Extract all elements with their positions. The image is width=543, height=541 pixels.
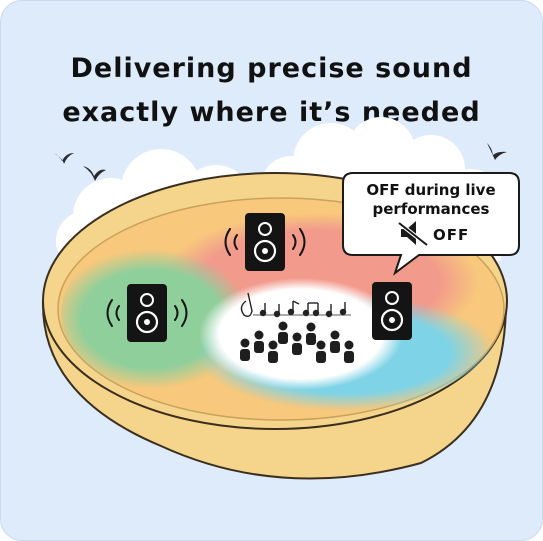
callout-text: OFF during live performances xyxy=(351,181,511,219)
person-icon xyxy=(254,330,264,353)
speaker-left xyxy=(106,284,188,342)
sound-wave-icon xyxy=(106,299,188,327)
speaker-top xyxy=(224,213,306,271)
headline-line-2: exactly where it’s needed xyxy=(62,97,481,128)
birds xyxy=(53,143,507,181)
person-icon xyxy=(344,340,354,363)
person-icon xyxy=(292,332,302,355)
bird-icon xyxy=(487,143,507,160)
headline-line-1: Delivering precise sound xyxy=(70,53,473,84)
crowd xyxy=(240,321,354,363)
bird-icon xyxy=(83,166,106,181)
person-icon xyxy=(306,322,316,345)
callout-line-1: OFF during live xyxy=(366,181,496,199)
speaker-right xyxy=(372,282,412,340)
person-icon xyxy=(316,340,326,363)
person-icon xyxy=(278,321,288,344)
muted-speaker-icon xyxy=(397,221,429,247)
headline: Delivering precise sound exactly where i… xyxy=(1,47,542,135)
person-icon xyxy=(330,330,340,353)
person-icon xyxy=(268,340,278,363)
callout-line-2: performances xyxy=(372,200,490,218)
person-icon xyxy=(240,338,250,361)
callout-bubble xyxy=(342,172,520,276)
sound-wave-icon xyxy=(224,228,306,256)
music-notes-icon xyxy=(240,292,351,318)
off-status-label: OFF xyxy=(433,226,470,244)
bird-icon xyxy=(53,153,74,164)
